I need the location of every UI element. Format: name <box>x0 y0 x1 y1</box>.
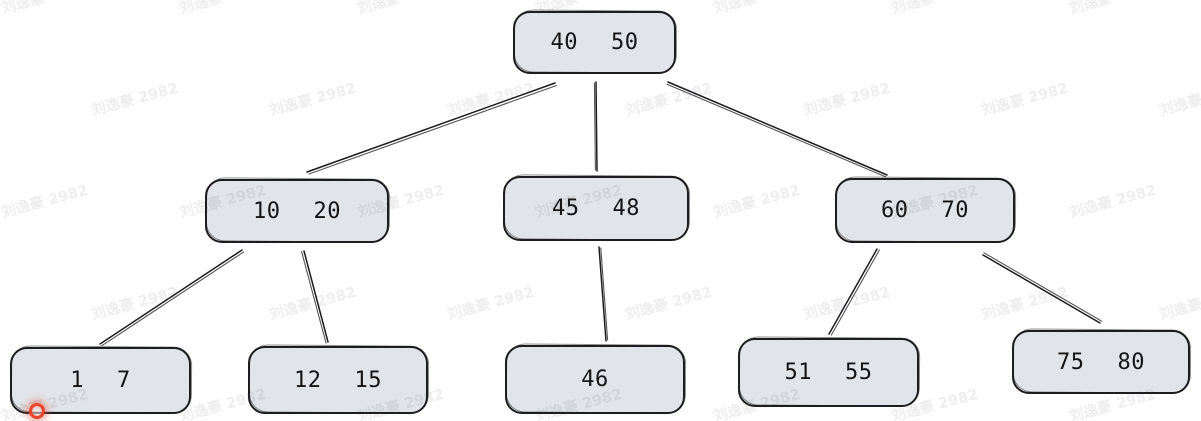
node-key: 60 <box>881 198 909 223</box>
node-key: 55 <box>845 360 873 385</box>
edge-root-to-45-48[interactable] <box>593 81 598 172</box>
edge-45-48-to-46[interactable] <box>598 246 609 342</box>
tree-node-10-20[interactable]: 10 20 <box>205 179 389 243</box>
edge-60-70-to-75-80[interactable] <box>982 252 1102 324</box>
edge-root-to-60-70[interactable] <box>666 81 888 178</box>
node-key: 70 <box>941 198 969 223</box>
node-key: 15 <box>354 367 382 393</box>
edge-10-20-to-12-15[interactable] <box>301 250 329 344</box>
node-key: 46 <box>581 367 609 392</box>
node-key: 1 <box>70 368 84 393</box>
edge-root-to-10-20[interactable] <box>306 82 558 175</box>
edge-10-20-to-1-7[interactable] <box>99 249 245 347</box>
node-key: 12 <box>294 367 322 393</box>
click-indicator <box>29 403 45 419</box>
tree-node-46[interactable]: 46 <box>505 345 685 414</box>
node-key: 48 <box>612 196 640 221</box>
node-key: 51 <box>784 360 812 385</box>
edge-60-70-to-51-55[interactable] <box>828 248 880 336</box>
node-key: 40 <box>550 30 578 55</box>
node-key: 75 <box>1057 349 1085 375</box>
node-key: 20 <box>313 198 341 224</box>
tree-node-51-55[interactable]: 51 55 <box>738 338 919 407</box>
tree-node-1-7[interactable]: 1 7 <box>10 347 191 414</box>
node-key: 45 <box>552 196 580 221</box>
tree-node-45-48[interactable]: 45 48 <box>503 176 689 241</box>
node-key: 50 <box>611 30 639 55</box>
tree-node-75-80[interactable]: 75 80 <box>1012 330 1190 394</box>
node-key: 7 <box>117 368 131 393</box>
node-key: 10 <box>253 198 281 224</box>
tree-node-40-50[interactable]: 40 50 <box>513 11 676 74</box>
node-key: 80 <box>1117 349 1145 375</box>
tree-node-60-70[interactable]: 60 70 <box>835 178 1015 243</box>
tree-node-12-15[interactable]: 12 15 <box>248 346 428 414</box>
